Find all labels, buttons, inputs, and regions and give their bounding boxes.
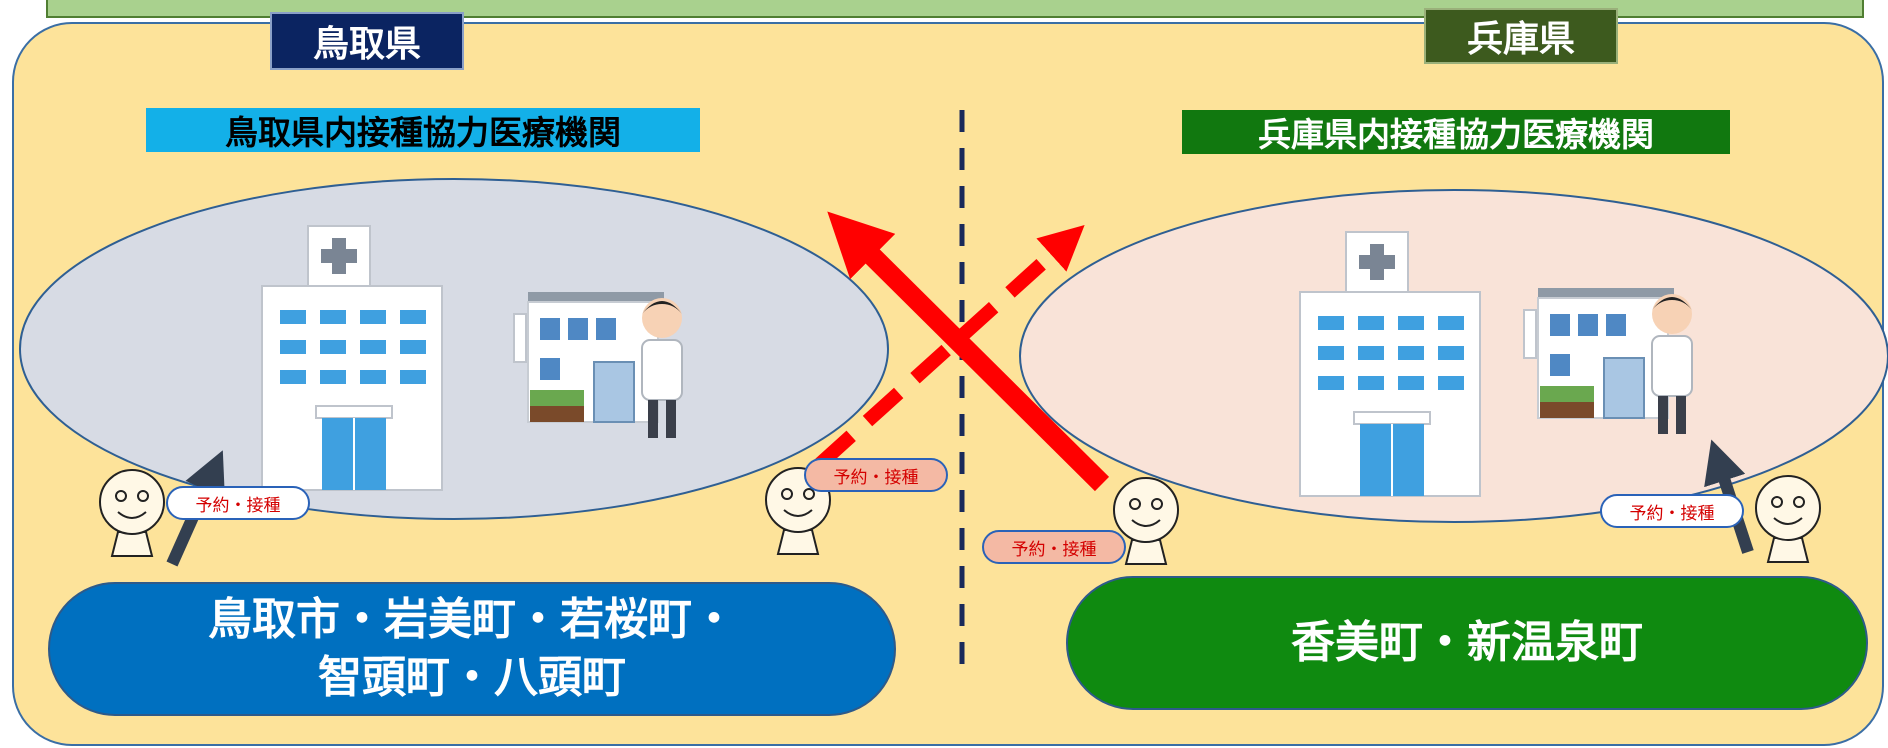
tottori-towns-box: 鳥取市・岩美町・若桜町・ 智頭町・八頭町 [48, 582, 896, 716]
hospital-icon [1299, 231, 1481, 497]
tottori-towns-line2: 智頭町・八頭町 [318, 652, 626, 703]
person-icon [1755, 475, 1821, 563]
hyogo-prefecture-label: 兵庫県 [1424, 8, 1618, 64]
reservation-badge: 予約・接種 [1600, 494, 1744, 528]
solid-arrow-icon [827, 211, 1110, 492]
dashed-arrow-icon [815, 224, 1085, 470]
tottori-prefecture-label: 鳥取県 [270, 12, 464, 70]
clinic-doctor-icon [1523, 288, 1693, 434]
tottori-institution-title: 鳥取県内接種協力医療機関 [146, 108, 700, 152]
hyogo-institution-title: 兵庫県内接種協力医療機関 [1182, 110, 1730, 154]
person-icon [99, 469, 165, 557]
reservation-badge: 予約・接種 [982, 530, 1126, 564]
top-banner-bar [46, 0, 1864, 18]
hyogo-towns-box: 香美町・新温泉町 [1066, 576, 1868, 710]
tottori-institution-area [19, 178, 889, 520]
tottori-towns-line1: 鳥取市・岩美町・若桜町・ [208, 594, 736, 645]
person-icon [1113, 477, 1179, 565]
reservation-badge: 予約・接種 [166, 486, 310, 520]
reservation-badge: 予約・接種 [804, 458, 948, 492]
hospital-icon [261, 225, 443, 491]
clinic-doctor-icon [513, 292, 683, 438]
